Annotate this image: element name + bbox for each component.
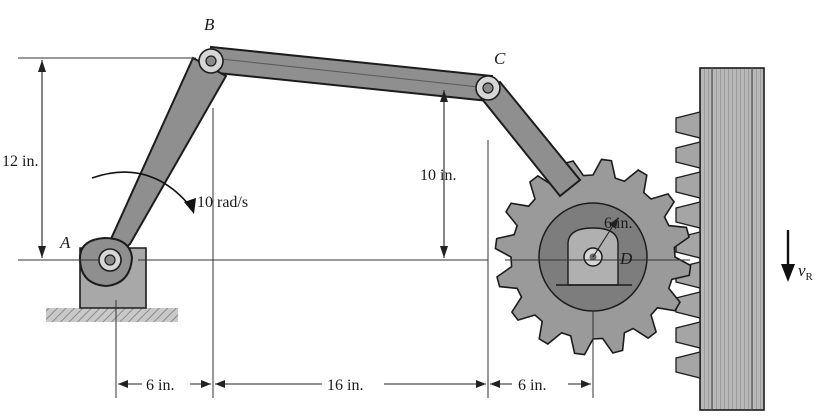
span-3-label: 6 in. — [518, 377, 546, 394]
rack — [675, 67, 765, 411]
angular-velocity-label: 10 rad/s — [197, 194, 248, 211]
dimension-lines — [18, 57, 690, 398]
rack-velocity-arrow — [781, 230, 795, 282]
height-c-label: 10 in. — [420, 167, 456, 184]
link-bc — [206, 45, 494, 103]
span-1-label: 6 in. — [146, 377, 174, 394]
point-c-label: C — [494, 49, 506, 68]
height-b-label: 12 in. — [2, 153, 38, 170]
angular-velocity-arrow — [91, 171, 196, 214]
point-a-label: A — [59, 233, 71, 252]
point-d-label: D — [619, 249, 633, 268]
rack-teeth — [675, 111, 701, 379]
gear-radius-label: 6 in. — [604, 215, 632, 232]
point-b-label: B — [204, 15, 215, 34]
span-2-label: 16 in. — [327, 377, 363, 394]
rack-velocity-label: vR — [798, 261, 814, 283]
